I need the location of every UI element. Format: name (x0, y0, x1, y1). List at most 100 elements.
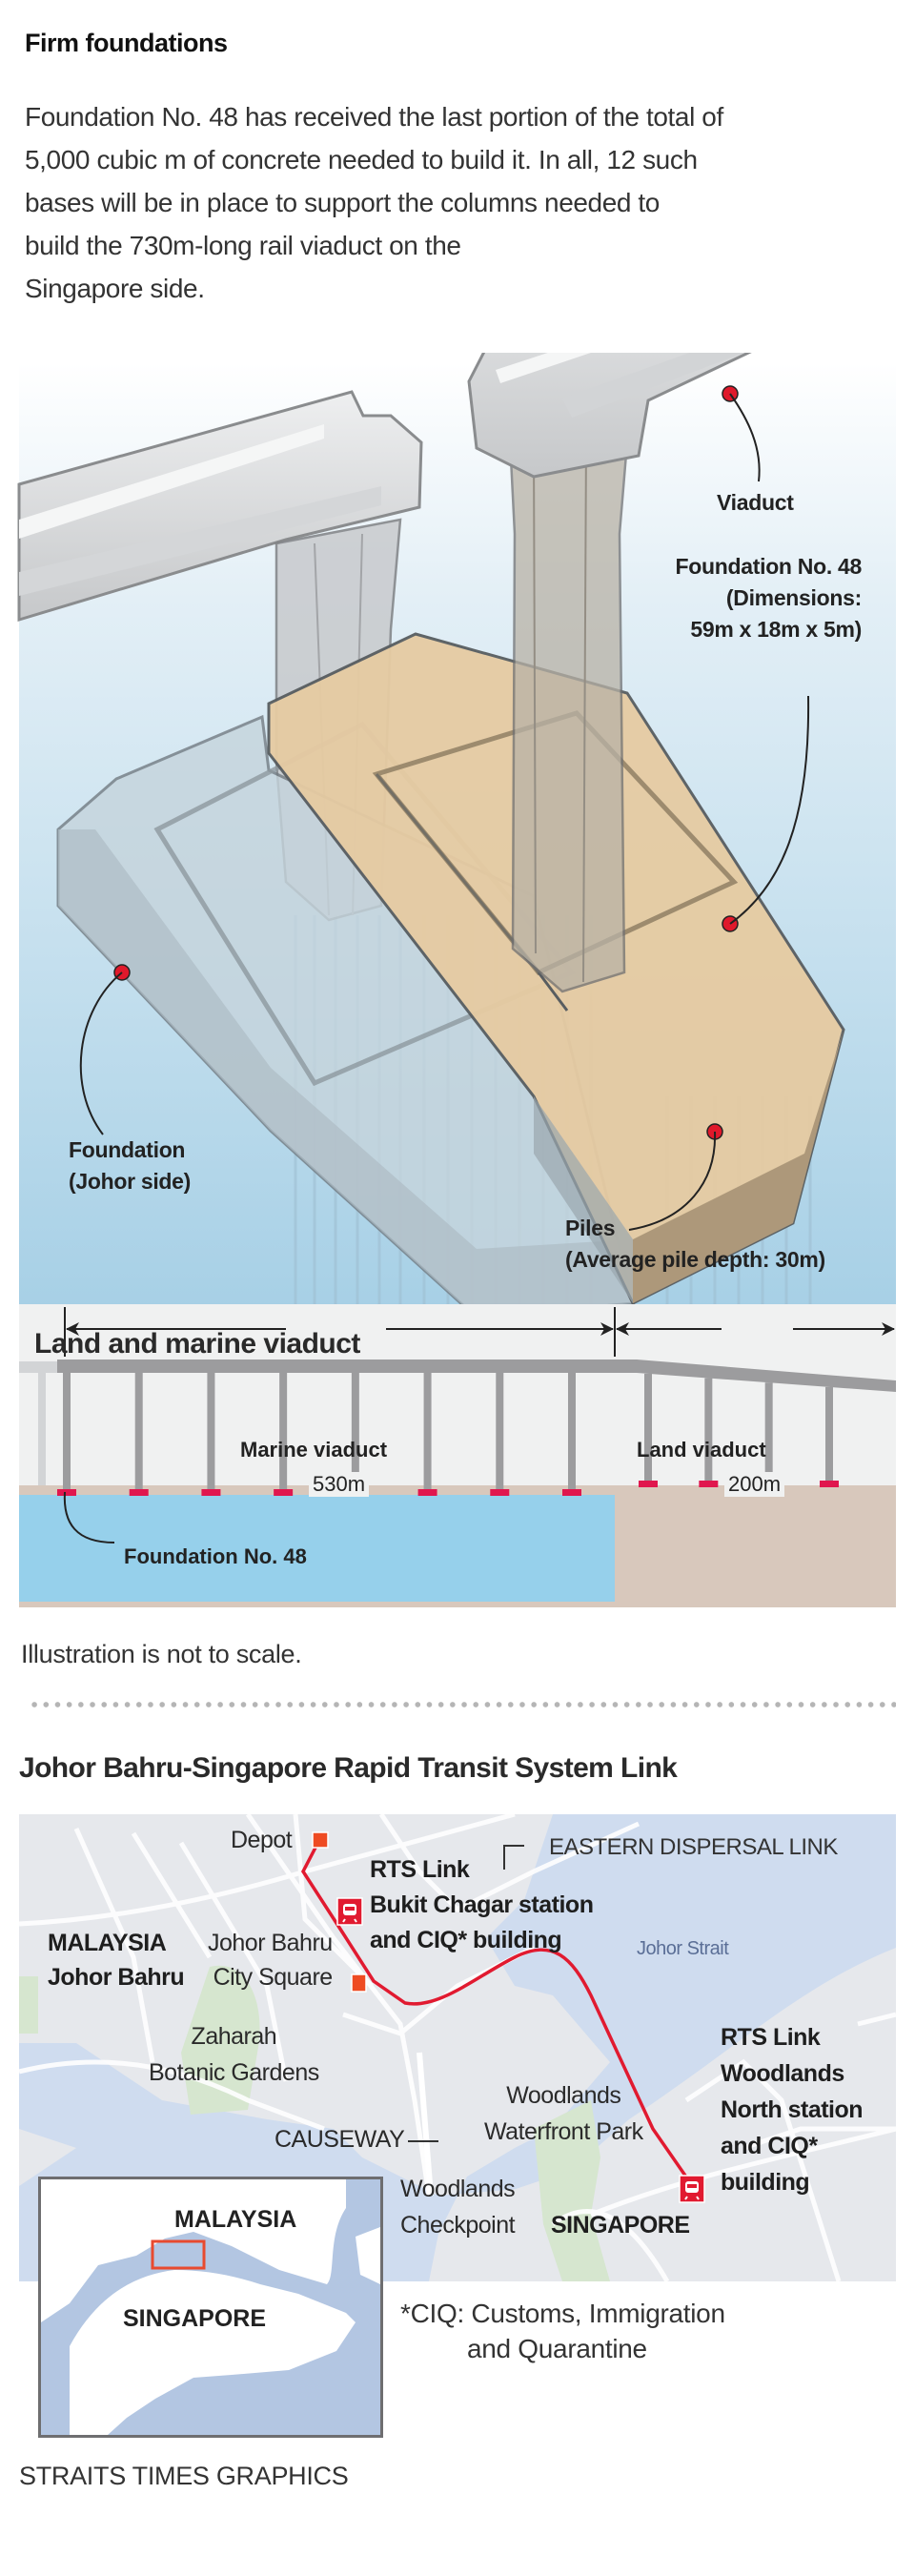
rts-map: Depot EASTERN DISPERSAL LINK RTS Link Bu… (19, 1814, 896, 2281)
land-pier-column (764, 1382, 773, 1483)
inset-singapore-label: SINGAPORE (123, 2305, 267, 2332)
foundation48-label-line: Foundation No. 48 (675, 554, 863, 579)
viaduct-diagram-svg (19, 1307, 896, 1607)
waterfront-park (534, 2100, 610, 2281)
foundation48-label-line: (Dimensions: (725, 585, 862, 610)
intro-line: Singapore side. (25, 274, 205, 303)
woodlands-north-label-line: and CIQ* (721, 2133, 818, 2159)
foundation48-label-line: 59m x 18m x 5m) (690, 617, 862, 642)
land-pier-footing (699, 1481, 719, 1487)
piles-label-line: Piles (565, 1216, 616, 1240)
johor-bahru-label: Johor Bahru (48, 1964, 185, 1991)
johor-foundation-label-line: (Johor side) (69, 1169, 192, 1194)
left-park (19, 1976, 38, 2034)
ciq-footnote-line: *CIQ: Customs, Immigration (400, 2299, 725, 2328)
inset-singapore-land (70, 2270, 356, 2435)
inset-east-island (356, 2227, 380, 2284)
checkpoint-label-line: Checkpoint (400, 2212, 516, 2239)
zaharah-label-line: Botanic Gardens (149, 2059, 319, 2086)
woodlands-north-label-line: North station (721, 2096, 864, 2123)
city-square-label: Johor Bahru City Square (208, 1926, 333, 1994)
bukit-chagar-label-line: Bukit Chagar station (370, 1891, 594, 1918)
marine-pier-column (496, 1373, 504, 1492)
edl-label: EASTERN DISPERSAL LINK (549, 1834, 838, 1860)
zaharah-label: Zaharah Botanic Gardens (149, 2018, 319, 2091)
marine-pier-footing (129, 1489, 149, 1496)
water (19, 1495, 615, 1602)
land-pier-column (644, 1373, 652, 1483)
johor-strait-label: Johor Strait (637, 1938, 729, 1959)
depot-label: Depot (231, 1827, 293, 1853)
viaduct-section-title: Land and marine viaduct (34, 1328, 360, 1360)
woodlands-north-label: RTS Link Woodlands North station and CIQ… (721, 2019, 864, 2200)
bukit-chagar-station-icon (336, 1897, 363, 1926)
waterfront-label-line: Woodlands (506, 2082, 621, 2109)
johor-deck-stub (19, 1361, 57, 1373)
woodlands-north-label-line: building (721, 2169, 810, 2196)
marine-pier-column (63, 1373, 71, 1492)
waterfront-label-line: Waterfront Park (484, 2118, 643, 2145)
intro-line: Foundation No. 48 has received the last … (25, 102, 723, 132)
johor-foundation-label-line: Foundation (69, 1137, 186, 1162)
intro-line: bases will be in place to support the co… (25, 188, 660, 217)
bukit-chagar-label-line: and CIQ* building (370, 1927, 562, 1953)
waterfront-label: Woodlands Waterfront Park (484, 2077, 643, 2150)
viaduct-label: Viaduct (717, 490, 794, 515)
causeway-label: CAUSEWAY (274, 2126, 405, 2153)
bukit-chagar-label-line: RTS Link (370, 1856, 470, 1883)
land-pier-footing (639, 1481, 658, 1487)
edl-leader (503, 1845, 524, 1870)
page-title: Firm foundations (25, 29, 228, 57)
checkpoint-label: Woodlands Checkpoint (400, 2171, 516, 2243)
map-svg (19, 1814, 896, 2281)
viaduct-diagram: Marine viaduct Land viaduct 530m 200m Fo… (19, 1304, 896, 1607)
marine-pier-column (279, 1373, 288, 1492)
dotted-divider (29, 1701, 896, 1708)
city-square-label-line: Johor Bahru (208, 1930, 333, 1956)
johor-strait-water (19, 1814, 896, 2281)
causeway-road (417, 2052, 434, 2197)
marine-pier-column (351, 1373, 359, 1492)
map-title: Johor Bahru-Singapore Rapid Transit Syst… (19, 1752, 678, 1784)
land-length: 200m (724, 1472, 785, 1497)
locator-inset-map: MALAYSIA SINGAPORE (38, 2177, 383, 2438)
land-pier-column (825, 1386, 833, 1483)
checkpoint-label-line: Woodlands (400, 2176, 516, 2202)
malaysia-label: MALAYSIA (48, 1930, 167, 1956)
piles-label-line: (Average pile depth: 30m) (565, 1247, 825, 1272)
foundation48-label: Foundation No. 48 (Dimensions: 59m x 18m… (591, 551, 863, 645)
marine-pier-footing (201, 1489, 221, 1496)
depot-marker-icon (312, 1831, 329, 1849)
intro-text: Foundation No. 48 has received the last … (25, 95, 864, 310)
bukit-chagar-label: RTS Link Bukit Chagar station and CIQ* b… (370, 1852, 594, 1958)
marine-pier-column (568, 1373, 576, 1492)
marine-pier-footing (417, 1489, 437, 1496)
zaharah-label-line: Zaharah (191, 2023, 277, 2050)
foundation48-leader (63, 1491, 115, 1544)
inset-malaysia-label: MALAYSIA (174, 2206, 297, 2233)
marine-pier-footing (562, 1489, 581, 1496)
inset-focus-box-icon (151, 2239, 206, 2270)
land-viaduct-label: Land viaduct (637, 1438, 766, 1462)
intro-line: 5,000 cubic m of concrete needed to buil… (25, 145, 698, 174)
marine-viaduct-label: Marine viaduct (240, 1438, 388, 1462)
foundation48-diagram-label: Foundation No. 48 (124, 1544, 307, 1568)
ciq-footnote-line: and Quarantine (467, 2334, 647, 2363)
marine-pier-footing (57, 1489, 76, 1496)
marine-pier-column (423, 1373, 432, 1492)
roads (19, 1814, 896, 2281)
johor-pier-stub (38, 1373, 46, 1485)
piers (57, 1373, 839, 1496)
viaduct-deck (57, 1360, 896, 1392)
credit: STRAITS TIMES GRAPHICS (19, 2462, 349, 2490)
rts-line (300, 1845, 696, 2189)
label-markers (79, 385, 810, 1231)
marine-pier-footing (490, 1489, 510, 1496)
ciq-footnote: *CIQ: Customs, Immigration and Quarantin… (400, 2296, 725, 2366)
malaysia-jb-label: MALAYSIA Johor Bahru (48, 1926, 185, 1994)
city-square-label-line: City Square (213, 1964, 334, 1991)
foundation-illustration: Viaduct Foundation No. 48 (Dimensions: 5… (0, 203, 915, 1319)
woodlands-north-label-line: Woodlands (721, 2060, 844, 2087)
marine-length: 530m (309, 1472, 370, 1497)
city-square-marker-icon (351, 1973, 367, 1993)
